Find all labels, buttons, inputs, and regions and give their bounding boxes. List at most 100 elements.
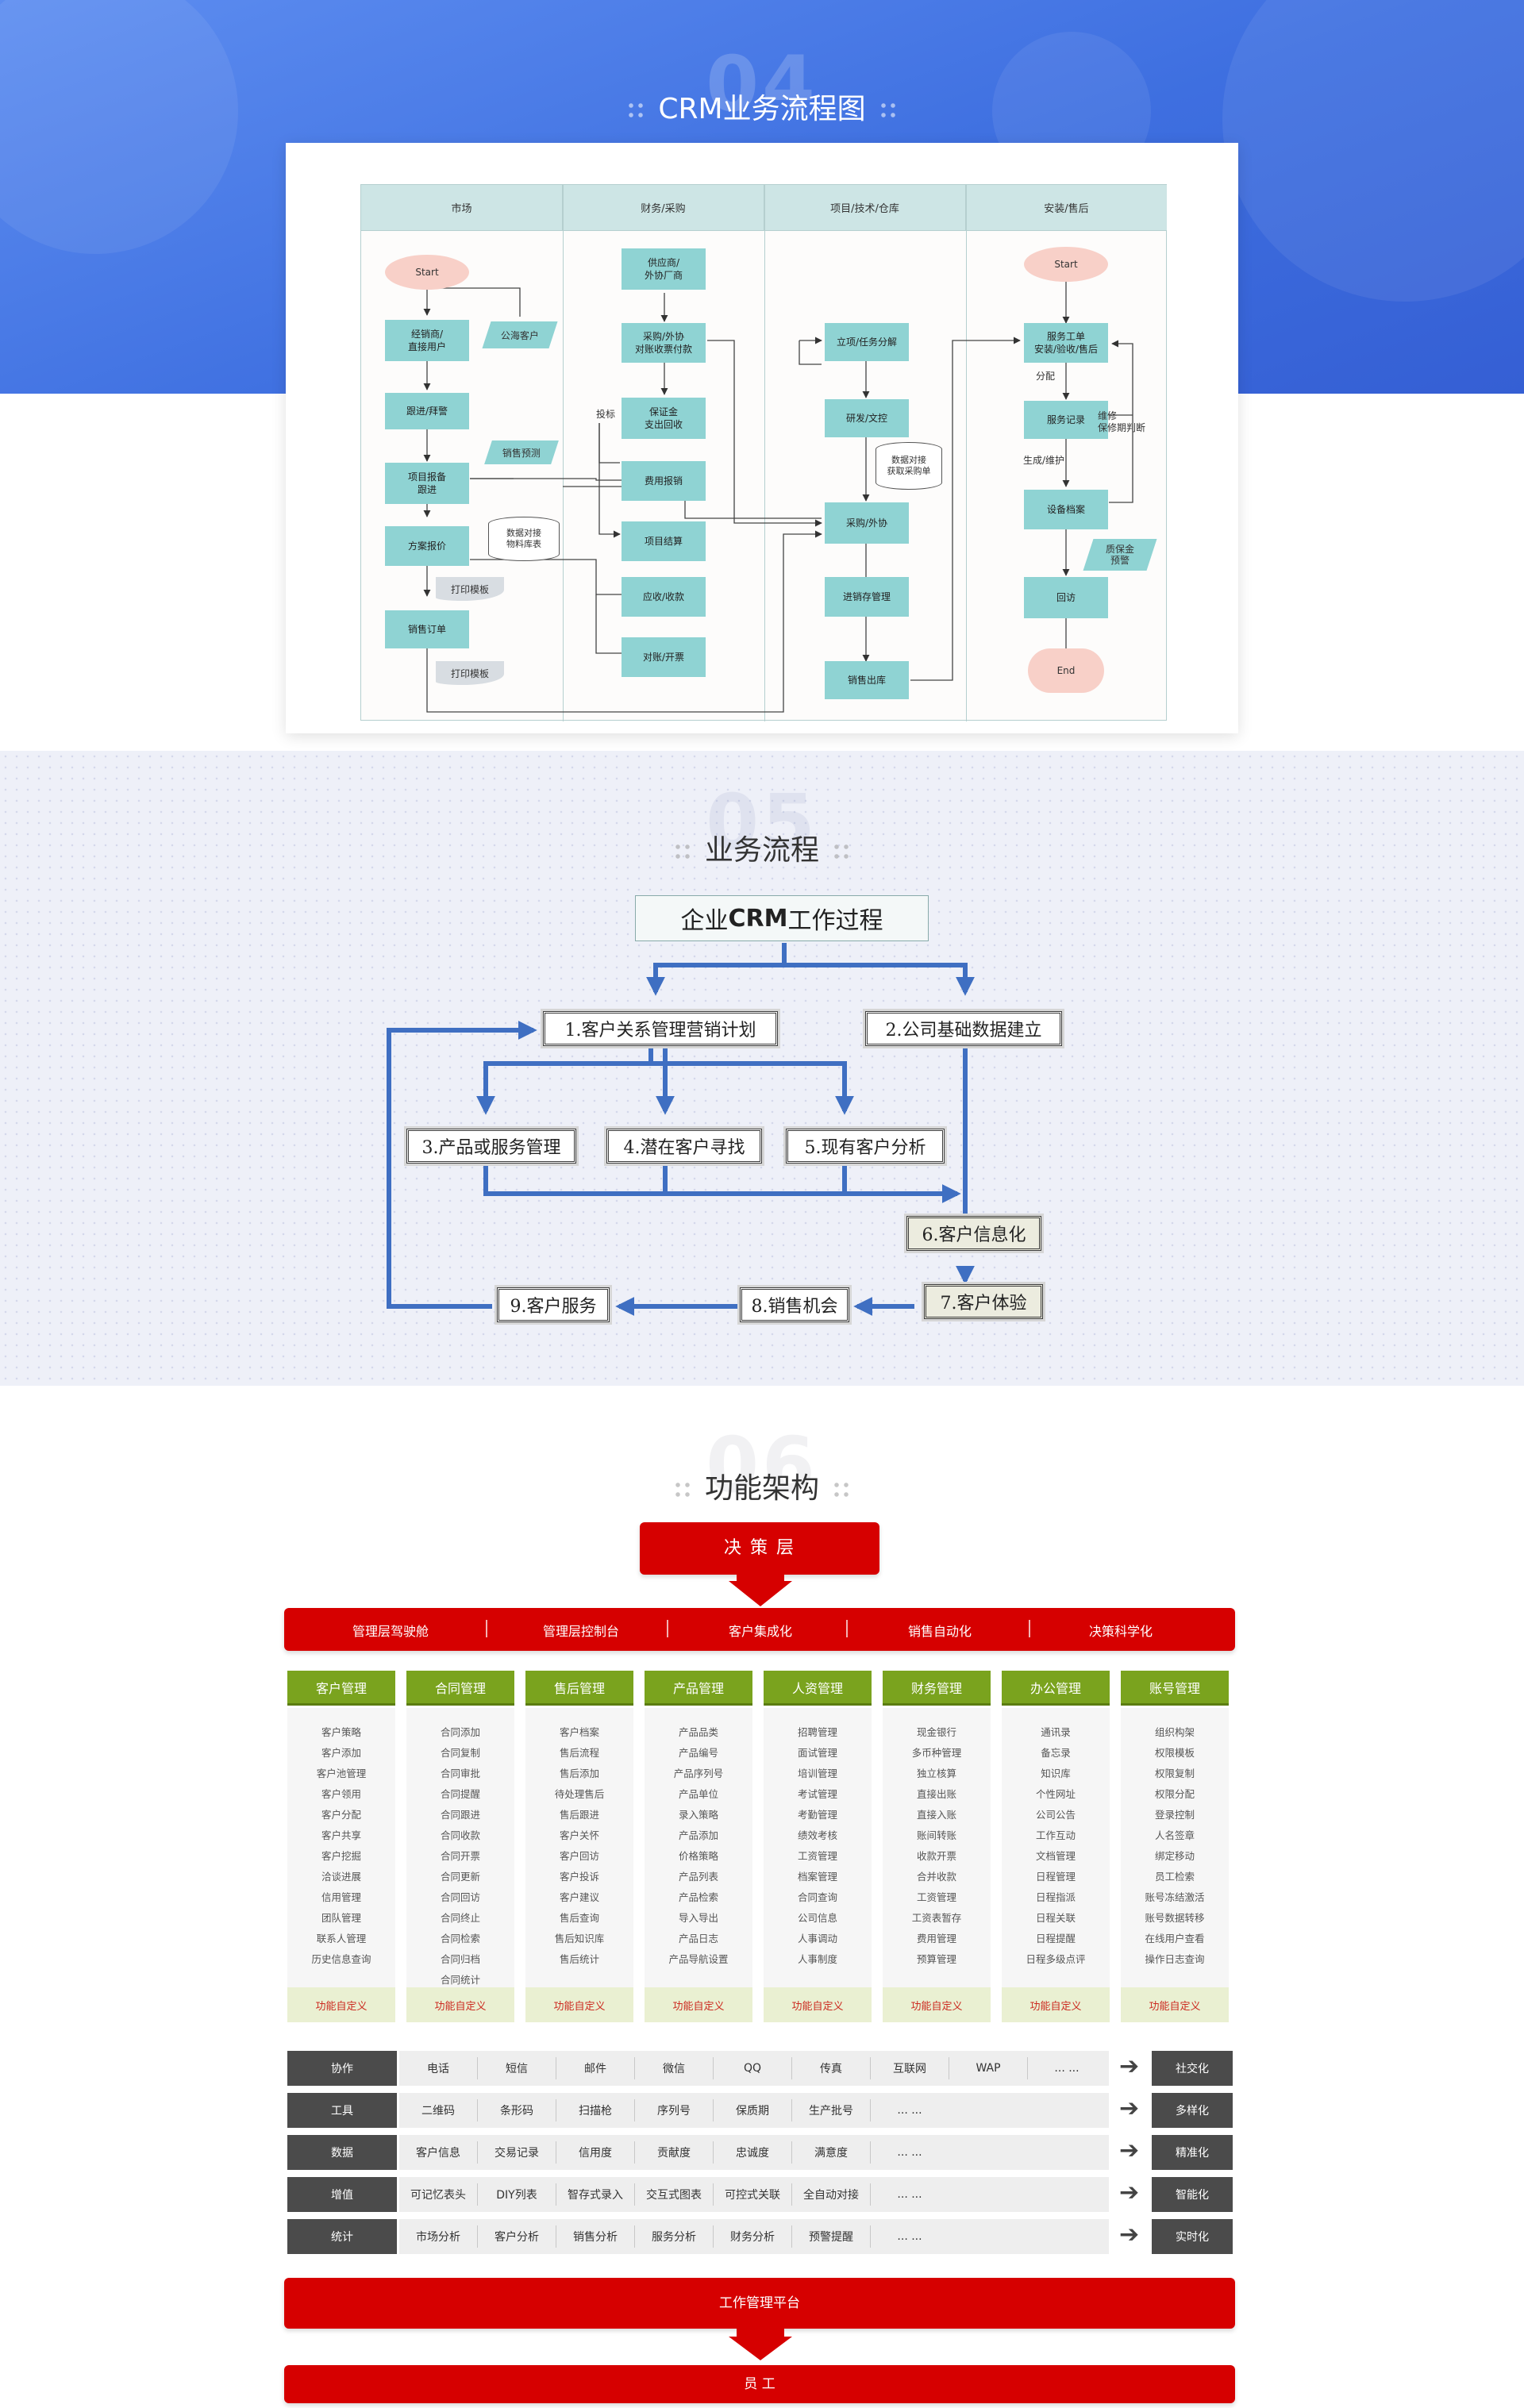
module-column-header: 客户管理 — [287, 1671, 395, 1706]
capability-row-divider — [713, 2183, 714, 2206]
section-title-architecture: 功能架构 — [524, 1465, 1000, 1506]
module-feature-item: 人事制度 — [797, 1953, 837, 1965]
module-feature-item: 客户分配 — [321, 1809, 361, 1821]
capability-row-divider — [791, 2225, 792, 2248]
module-feature-item: 价格策略 — [678, 1850, 718, 1862]
module-feature-item: 产品添加 — [678, 1829, 718, 1841]
flow-node-procure: 采购/外协 — [825, 502, 909, 544]
module-column-body — [406, 1708, 514, 2011]
module-feature-item: 在线用户查看 — [1145, 1933, 1205, 1944]
module-feature-item: 人名签章 — [1154, 1829, 1195, 1841]
module-custom-footer: 功能自定义 — [525, 1987, 633, 2022]
decision-strip — [284, 1608, 1235, 1651]
module-feature-item: 工资表暂存 — [911, 1912, 962, 1924]
capability-row-divider — [870, 2141, 871, 2164]
flow-node-settle: 项目结算 — [622, 521, 706, 561]
module-feature-item: 合同更新 — [440, 1871, 480, 1883]
capability-row-cell: ... ... — [897, 2188, 922, 2201]
process-node-5: 5.现有客户分析 — [783, 1126, 947, 1166]
module-feature-item: 合同统计 — [440, 1974, 480, 1986]
module-feature-item: 客户池管理 — [316, 1768, 367, 1779]
dots-icon — [672, 842, 692, 861]
module-feature-item: 合同提醒 — [440, 1788, 480, 1800]
module-feature-item: 操作日志查询 — [1145, 1953, 1205, 1965]
process-title-post: 工作过程 — [787, 907, 883, 935]
capability-row-background — [399, 2051, 1109, 2086]
capability-row-divider — [870, 2099, 871, 2121]
module-feature-item: 客户建议 — [559, 1891, 599, 1903]
capability-row-cell: 贡献度 — [657, 2147, 691, 2160]
module-feature-item: 售后跟进 — [559, 1809, 599, 1821]
capability-row-divider — [634, 2057, 635, 2079]
dots-icon — [878, 101, 898, 120]
module-feature-item: 产品单位 — [678, 1788, 718, 1800]
right-arrow-icon: ➔ — [1119, 2052, 1140, 2080]
module-feature-item: 合同开票 — [440, 1850, 480, 1862]
module-feature-item: 权限复制 — [1154, 1768, 1195, 1779]
module-feature-item: 合同回访 — [440, 1891, 480, 1903]
flow-node-rnd: 研发/文控 — [825, 399, 909, 437]
process-node-6: 6.客户信息化 — [904, 1214, 1044, 1253]
module-feature-item: 招聘管理 — [797, 1726, 837, 1738]
module-column-body — [1002, 1708, 1110, 2011]
module-feature-item: 信用管理 — [321, 1891, 361, 1903]
module-feature-item: 产品编号 — [678, 1747, 718, 1759]
flow-label-bid: 投标 — [596, 409, 616, 420]
capability-row-outcome: 社交化 — [1152, 2051, 1233, 2086]
module-feature-item: 直接入账 — [916, 1809, 956, 1821]
module-custom-footer: 功能自定义 — [764, 1987, 872, 2022]
capability-row-divider — [713, 2099, 714, 2121]
module-feature-item: 客户领用 — [321, 1788, 361, 1800]
capability-row-cell: ... ... — [897, 2104, 922, 2117]
strip-item: 管理层控制台 — [542, 1624, 619, 1639]
module-feature-item: 日程多级点评 — [1026, 1953, 1086, 1965]
module-feature-item: 权限模板 — [1154, 1747, 1195, 1759]
capability-row-divider — [1027, 2057, 1028, 2079]
right-arrow-icon: ➔ — [1119, 2179, 1140, 2206]
flow-node-visit: 回访 — [1024, 577, 1108, 618]
module-feature-item: 产品列表 — [678, 1871, 718, 1883]
section-number-bg: 06 — [706, 1421, 818, 1510]
module-feature-item: 售后知识库 — [554, 1933, 605, 1944]
capability-row-cell: 生产批号 — [809, 2105, 853, 2118]
capability-row-cell: 全自动对接 — [803, 2189, 859, 2202]
module-feature-item: 客户共享 — [321, 1829, 361, 1841]
module-column-header: 售后管理 — [525, 1671, 633, 1706]
capability-row-cell: 条形码 — [500, 2105, 533, 2118]
flow-end-oval: End — [1028, 648, 1104, 693]
module-column-body — [645, 1708, 752, 2011]
module-feature-item: 直接出账 — [916, 1788, 956, 1800]
capability-row-cell: ... ... — [897, 2146, 922, 2159]
module-feature-item: 产品序列号 — [673, 1768, 724, 1779]
module-feature-item: 历史信息查询 — [311, 1953, 371, 1965]
flow-node-sales-order: 销售订单 — [385, 610, 469, 648]
process-node-8: 8.销售机会 — [737, 1285, 852, 1325]
lane-header-market: 市场 — [361, 185, 563, 231]
module-feature-item: 产品日志 — [678, 1933, 718, 1944]
capability-row-outcome: 实时化 — [1152, 2219, 1233, 2254]
capability-row-cell: 客户信息 — [416, 2147, 460, 2160]
capability-row-background — [399, 2177, 1109, 2212]
capability-row-cell: 传真 — [820, 2063, 842, 2075]
module-feature-item: 日程关联 — [1035, 1912, 1076, 1924]
process-title-bold: CRM — [728, 904, 788, 933]
capability-row-cell: 保质期 — [736, 2105, 769, 2118]
capability-row-cell: 邮件 — [584, 2063, 606, 2075]
capability-row-divider — [870, 2057, 871, 2079]
section-number-bg: 05 — [706, 778, 818, 867]
section-title-text: 业务流程 — [704, 834, 819, 867]
process-title-pre: 企业 — [680, 907, 729, 935]
module-custom-footer: 功能自定义 — [883, 1987, 991, 2022]
capability-row-divider — [713, 2057, 714, 2079]
module-feature-item: 登录控制 — [1154, 1809, 1195, 1821]
process-node-3: 3.产品或服务管理 — [404, 1126, 579, 1166]
module-column-header: 人资管理 — [764, 1671, 872, 1706]
down-arrow-icon — [729, 2325, 792, 2360]
capability-row-outcome: 精准化 — [1152, 2135, 1233, 2170]
flow-node-label: 质保金 预警 — [1105, 544, 1134, 566]
module-feature-item: 客户策略 — [321, 1726, 361, 1738]
module-feature-item: 待处理售后 — [554, 1788, 605, 1800]
capability-row-cell: 服务分析 — [652, 2231, 696, 2244]
flow-start-oval: Start — [1024, 247, 1108, 282]
capability-row-divider — [477, 2057, 478, 2079]
